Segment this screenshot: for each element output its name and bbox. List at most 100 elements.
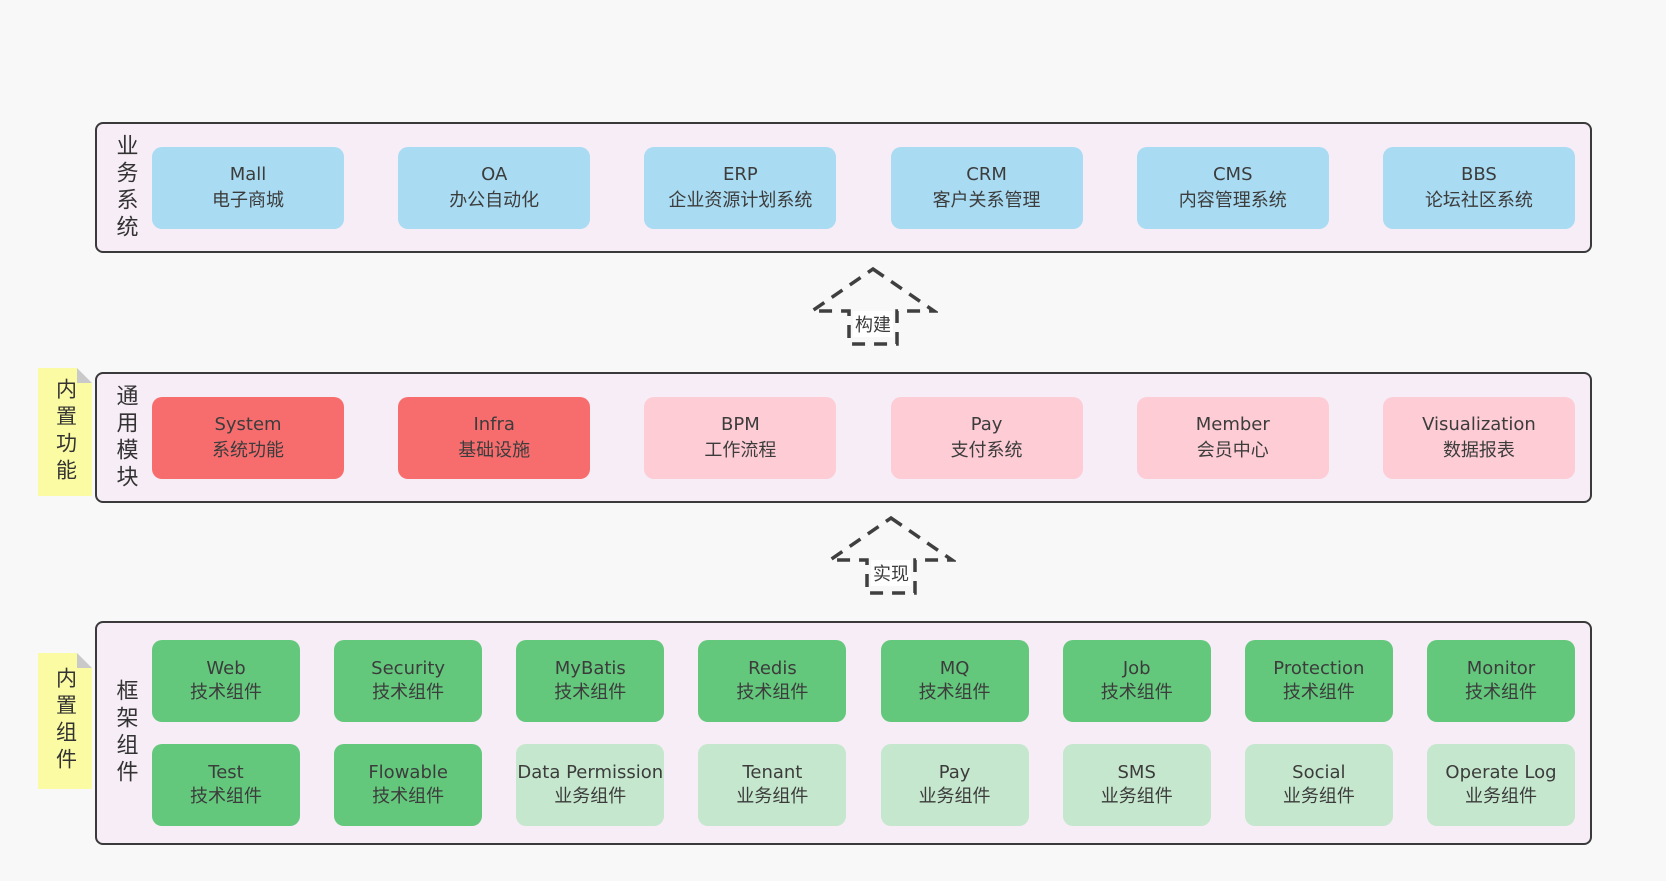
card-subtitle: 业务组件 — [554, 786, 627, 807]
card-title: Member — [1195, 413, 1270, 435]
panel-components-content: Web 技术组件 Security 技术组件 MyBatis 技术组件 Redi… — [152, 623, 1590, 843]
card-title: Monitor — [1466, 658, 1536, 679]
card-security: Security 技术组件 — [334, 640, 483, 722]
panel-modules-label-column: 通用模块 — [97, 374, 152, 501]
card-system: System 系统功能 — [152, 396, 344, 479]
card-subtitle: 会员中心 — [1196, 439, 1269, 461]
panel-framework-components: 框架组件 Web 技术组件 Security 技术组件 MyBatis 技术组件… — [95, 621, 1592, 845]
card-subtitle: 支付系统 — [950, 439, 1023, 461]
card-subtitle: 业务组件 — [1100, 786, 1173, 807]
card-subtitle: 论坛社区系统 — [1424, 189, 1533, 211]
card-subtitle: 技术组件 — [372, 786, 445, 807]
card-bpm: BPM 工作流程 — [644, 396, 837, 479]
card-title: SMS — [1117, 762, 1156, 783]
card-subtitle: 电子商城 — [212, 189, 284, 211]
card-sms: SMS 业务组件 — [1062, 744, 1211, 826]
card-subtitle: 办公自动化 — [449, 189, 540, 211]
card-subtitle: 技术组件 — [190, 682, 262, 703]
card-subtitle: 技术组件 — [1282, 682, 1355, 703]
card-crm: CRM 客户关系管理 — [890, 146, 1083, 229]
panel-components-title: 框架组件 — [112, 679, 138, 787]
card-subtitle: 业务组件 — [1282, 786, 1355, 807]
card-job: Job 技术组件 — [1062, 640, 1211, 722]
card-title: BPM — [721, 413, 760, 435]
card-erp: ERP 企业资源计划系统 — [644, 146, 837, 229]
card-title: Mall — [229, 163, 267, 185]
card-tenant: Tenant 业务组件 — [698, 744, 847, 826]
card-cms: CMS 内容管理系统 — [1136, 146, 1329, 229]
card-title: Job — [1122, 658, 1151, 679]
card-monitor: Monitor 技术组件 — [1426, 640, 1575, 722]
card-data-permission: Data Permission 业务组件 — [516, 744, 665, 826]
panel-business-systems: 业务系统 Mall 电子商城 OA 办公自动化 ERP 企业资源计划系统 CRM — [95, 122, 1592, 253]
card-mybatis: MyBatis 技术组件 — [516, 640, 665, 722]
card-title: Data Permission — [517, 762, 664, 783]
panel-components-label-column: 框架组件 — [97, 623, 152, 843]
build-arrow-icon: 构建 — [808, 266, 938, 346]
card-test: Test 技术组件 — [152, 744, 300, 826]
implement-arrow-icon: 实现 — [826, 515, 956, 595]
card-subtitle: 业务组件 — [1464, 786, 1537, 807]
card-protection: Protection 技术组件 — [1244, 640, 1393, 722]
card-subtitle: 工作流程 — [704, 439, 777, 461]
sticky-built-in-features-label: 内置功能 — [53, 378, 78, 486]
card-title: Test — [208, 762, 244, 783]
panel-business-label-column: 业务系统 — [97, 124, 152, 251]
card-title: Flowable — [368, 762, 448, 783]
card-subtitle: 技术组件 — [736, 682, 809, 703]
card-member: Member 会员中心 — [1136, 396, 1329, 479]
card-subtitle: 数据报表 — [1442, 439, 1515, 461]
card-web: Web 技术组件 — [152, 640, 300, 722]
card-title: System — [214, 413, 282, 435]
card-redis: Redis 技术组件 — [698, 640, 847, 722]
card-bbs: BBS 论坛社区系统 — [1382, 146, 1575, 229]
card-title: Social — [1292, 762, 1346, 783]
card-subtitle: 业务组件 — [918, 786, 991, 807]
card-subtitle: 技术组件 — [1464, 682, 1537, 703]
card-subtitle: 技术组件 — [554, 682, 627, 703]
panel-business-content: Mall 电子商城 OA 办公自动化 ERP 企业资源计划系统 CRM 客户关系… — [152, 124, 1590, 251]
sticky-built-in-components-label: 内置组件 — [53, 667, 78, 775]
card-operate-log: Operate Log 业务组件 — [1426, 744, 1575, 826]
card-title: MQ — [939, 658, 970, 679]
implement-arrow-label: 实现 — [871, 560, 911, 586]
business-row: Mall 电子商城 OA 办公自动化 ERP 企业资源计划系统 CRM 客户关系… — [152, 146, 1575, 229]
card-title: Tenant — [742, 762, 803, 783]
card-title: Protection — [1273, 658, 1365, 679]
card-title: OA — [481, 163, 508, 185]
card-title: Operate Log — [1445, 762, 1557, 783]
panel-business-title: 业务系统 — [112, 133, 138, 242]
sticky-built-in-components: 内置组件 — [38, 653, 92, 789]
card-social: Social 业务组件 — [1244, 744, 1393, 826]
card-flowable: Flowable 技术组件 — [334, 744, 483, 826]
card-title: MyBatis — [554, 658, 626, 679]
card-title: Pay — [970, 413, 1003, 435]
card-title: ERP — [723, 163, 758, 185]
card-mq: MQ 技术组件 — [880, 640, 1029, 722]
panel-common-modules: 通用模块 System 系统功能 Infra 基础设施 BPM 工作流程 Pay — [95, 372, 1592, 503]
card-mall: Mall 电子商城 — [152, 146, 344, 229]
card-pay-component: Pay 业务组件 — [880, 744, 1029, 826]
card-visualization: Visualization 数据报表 — [1382, 396, 1575, 479]
card-subtitle: 客户关系管理 — [932, 189, 1041, 211]
card-title: CRM — [966, 163, 1007, 185]
card-subtitle: 企业资源计划系统 — [668, 189, 813, 211]
card-title: Web — [206, 658, 246, 679]
panel-modules-content: System 系统功能 Infra 基础设施 BPM 工作流程 Pay 支付系统… — [152, 374, 1590, 501]
card-title: Pay — [938, 762, 971, 783]
card-pay: Pay 支付系统 — [890, 396, 1083, 479]
card-oa: OA 办公自动化 — [398, 146, 591, 229]
card-title: Visualization — [1422, 413, 1536, 435]
sticky-built-in-features: 内置功能 — [38, 368, 92, 496]
card-subtitle: 技术组件 — [918, 682, 991, 703]
card-subtitle: 技术组件 — [190, 786, 262, 807]
card-title: Infra — [473, 413, 515, 435]
card-infra: Infra 基础设施 — [398, 396, 591, 479]
card-title: BBS — [1461, 163, 1497, 185]
card-title: CMS — [1212, 163, 1253, 185]
card-subtitle: 基础设施 — [458, 439, 531, 461]
card-subtitle: 系统功能 — [212, 439, 284, 461]
components-row-2: Test 技术组件 Flowable 技术组件 Data Permission … — [152, 744, 1575, 826]
panel-modules-title: 通用模块 — [112, 383, 138, 492]
